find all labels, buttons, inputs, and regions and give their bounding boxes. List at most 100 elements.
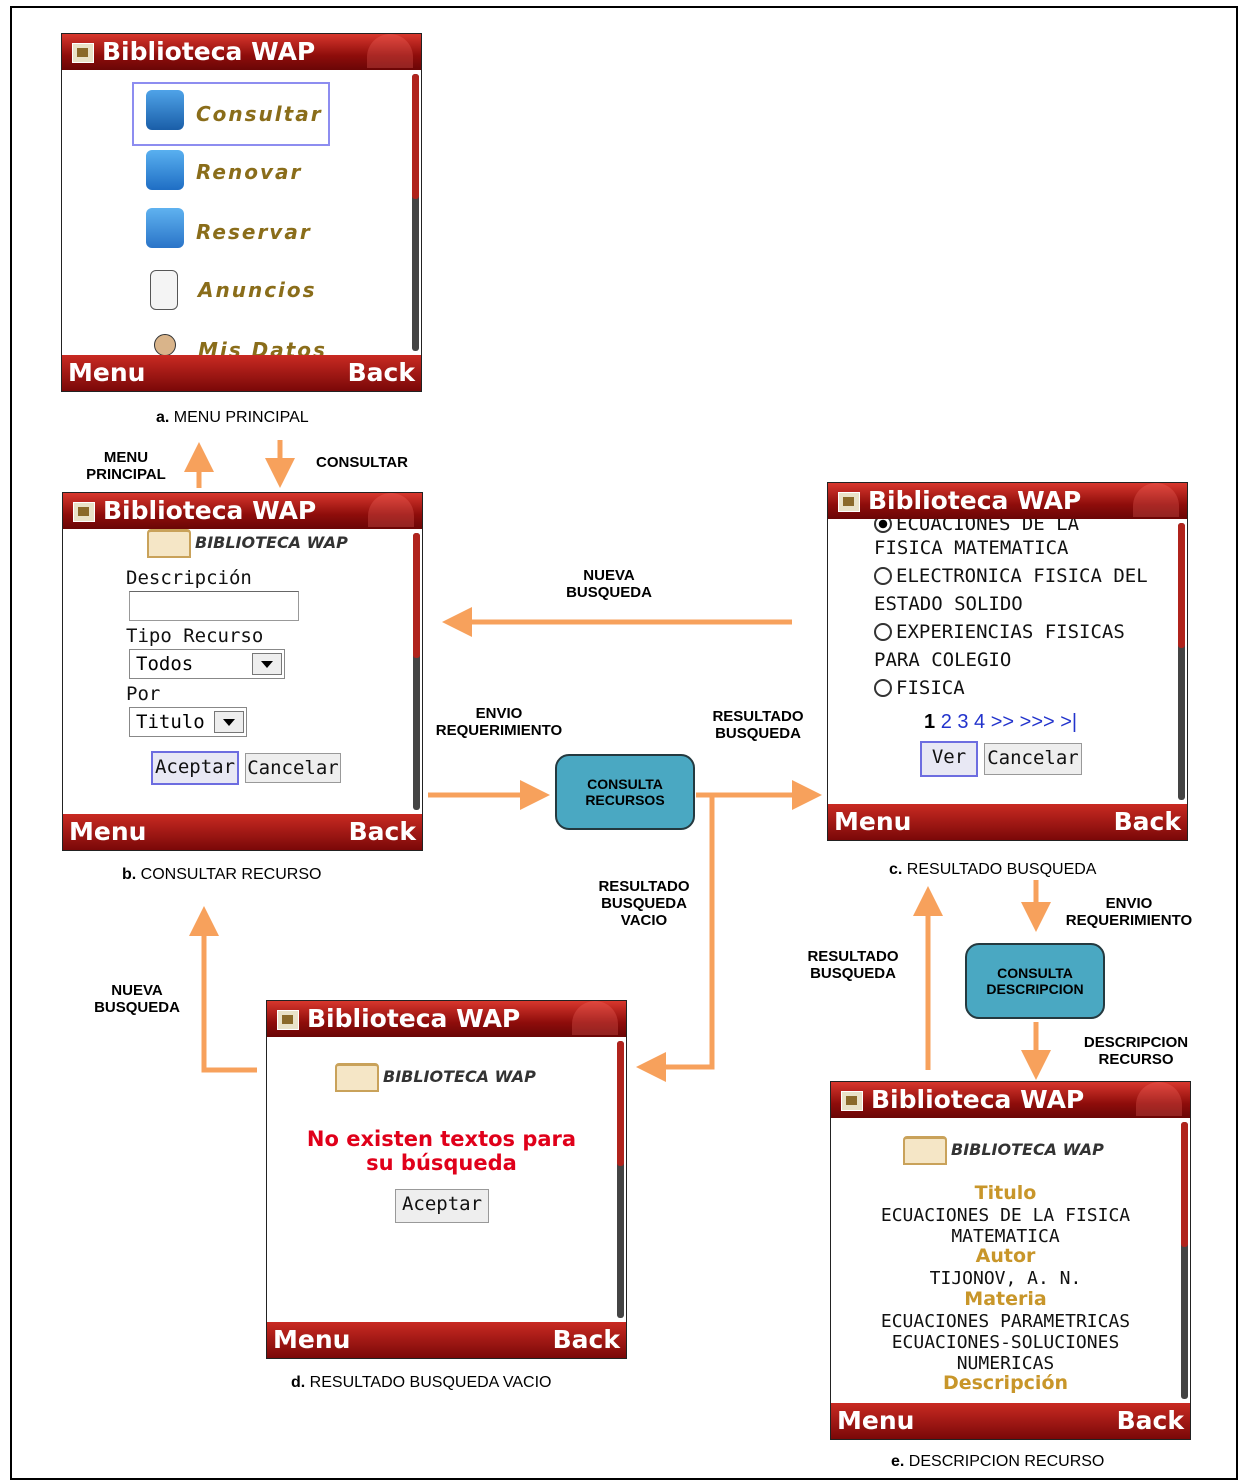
tipo-recurso-label: Tipo Recurso xyxy=(126,625,264,647)
process-consulta-descripcion: CONSULTA DESCRIPCION xyxy=(965,943,1105,1019)
renew-icon[interactable] xyxy=(146,150,184,190)
caption-b: b. CONSULTAR RECURSO xyxy=(122,866,322,883)
softkey-bar: Menu Back xyxy=(267,1322,626,1358)
label-descripcion-recurso: DESCRIPCION RECURSO xyxy=(1083,1034,1189,1068)
scrollbar[interactable] xyxy=(413,533,420,810)
app-title: Biblioteca WAP xyxy=(307,1004,521,1033)
descripcion-label: Descripción xyxy=(126,567,252,589)
scrollbar[interactable] xyxy=(1178,523,1185,800)
search-icon xyxy=(146,90,184,130)
caption-c: c. RESULTADO BUSQUEDA xyxy=(889,861,1097,878)
app-title: Biblioteca WAP xyxy=(871,1085,1085,1114)
app-icon xyxy=(72,43,94,63)
label-envio-requerimiento-right: ENVIO REQUERIMIENTO xyxy=(1065,895,1193,929)
book-icon xyxy=(147,529,191,558)
screen-resultado-busqueda: Biblioteca WAP ECUACIONES DE LA FISICA M… xyxy=(827,482,1188,841)
radio-icon xyxy=(874,567,892,585)
label-nueva-busqueda-top: NUEVA BUSQUEDA xyxy=(566,567,652,601)
app-icon xyxy=(277,1010,299,1030)
aceptar-button[interactable]: Aceptar xyxy=(395,1189,489,1223)
pagination[interactable]: 1 2 3 4 >> >>> >| xyxy=(924,711,1078,733)
menu-label-mis-datos[interactable]: Mis Datos xyxy=(198,338,327,355)
scrollbar[interactable] xyxy=(617,1041,624,1318)
label-resultado-busqueda-vacio: RESULTADO BUSQUEDA VACIO xyxy=(598,878,690,929)
aceptar-button[interactable]: Aceptar xyxy=(151,751,239,785)
app-icon xyxy=(73,502,95,522)
user-icon[interactable] xyxy=(154,334,176,355)
descripcion-input[interactable] xyxy=(129,591,299,621)
biblioteca-logo: BIBLIOTECA WAP xyxy=(903,1136,1104,1165)
result-1-line-1[interactable]: ECUACIONES DE LA xyxy=(874,519,1079,535)
softkey-back[interactable]: Back xyxy=(1113,807,1181,836)
cancelar-button[interactable]: Cancelar xyxy=(984,743,1082,775)
menu-label-anuncios[interactable]: Anuncios xyxy=(198,278,317,302)
softkey-back[interactable]: Back xyxy=(1116,1406,1184,1435)
por-select[interactable]: Titulo xyxy=(129,707,247,737)
form-body: BIBLIOTECA WAP Descripción Tipo Recurso … xyxy=(65,529,410,814)
caption-a: a. MENU PRINCIPAL xyxy=(156,409,309,426)
menu-label-reservar[interactable]: Reservar xyxy=(196,220,312,244)
result-4-line-1[interactable]: FISICA xyxy=(874,677,965,699)
note-icon[interactable] xyxy=(150,270,178,310)
caption-d: d. RESULTADO BUSQUEDA VACIO xyxy=(291,1374,552,1391)
screen-resultado-vacio: Biblioteca WAP BIBLIOTECA WAP No existen… xyxy=(266,1000,627,1359)
app-title: Biblioteca WAP xyxy=(103,496,317,525)
softkey-back[interactable]: Back xyxy=(348,817,416,846)
softkey-menu[interactable]: Menu xyxy=(273,1325,351,1354)
softkey-menu[interactable]: Menu xyxy=(834,807,912,836)
materia-value-line-3: NUMERICAS xyxy=(956,1353,1055,1374)
tipo-recurso-select[interactable]: Todos xyxy=(129,649,285,679)
screen-consultar-recurso: Biblioteca WAP BIBLIOTECA WAP Descripció… xyxy=(62,492,423,851)
title-dome-decoration xyxy=(1133,483,1179,517)
titulo-value-line-1: ECUACIONES DE LA FISICA xyxy=(880,1205,1131,1226)
materia-value-line-1: ECUACIONES PARAMETRICAS xyxy=(880,1311,1131,1332)
ver-button[interactable]: Ver xyxy=(920,741,978,777)
cancelar-button[interactable]: Cancelar xyxy=(245,753,341,783)
menu-label-renovar[interactable]: Renovar xyxy=(196,160,303,184)
softkey-back[interactable]: Back xyxy=(347,358,415,387)
screen-descripcion-recurso: Biblioteca WAP BIBLIOTECA WAP Titulo ECU… xyxy=(830,1081,1191,1440)
autor-label: Autor xyxy=(975,1245,1036,1267)
result-3-line-2: PARA COLEGIO xyxy=(874,649,1012,671)
app-icon xyxy=(838,492,860,512)
scrollbar[interactable] xyxy=(412,74,419,351)
book-icon xyxy=(903,1136,947,1165)
reserve-icon[interactable] xyxy=(146,208,184,248)
result-3-line-1[interactable]: EXPERIENCIAS FISICAS xyxy=(874,621,1125,643)
arrow-nueva-busqueda-left xyxy=(189,906,257,1073)
app-title: Biblioteca WAP xyxy=(868,486,1082,515)
materia-value-line-2: ECUACIONES-SOLUCIONES xyxy=(891,1332,1120,1353)
radio-icon xyxy=(874,679,892,697)
no-results-message-line-1: No existen textos para xyxy=(306,1127,577,1151)
materia-label: Materia xyxy=(964,1288,1047,1310)
title-dome-decoration xyxy=(572,1001,618,1035)
caption-e: e. DESCRIPCION RECURSO xyxy=(891,1453,1105,1470)
result-1-line-2: FISICA MATEMATICA xyxy=(874,537,1069,559)
radio-icon xyxy=(874,623,892,641)
menu-item-consultar[interactable] xyxy=(132,82,330,146)
result-2-line-1[interactable]: ELECTRONICA FISICA DEL xyxy=(874,565,1148,587)
title-bar: Biblioteca WAP xyxy=(267,1001,626,1037)
softkey-menu[interactable]: Menu xyxy=(69,817,147,846)
menu-body: Consultar Renovar Reservar Anuncios Mis … xyxy=(64,70,409,355)
descripcion-label: Descripción xyxy=(942,1372,1069,1394)
title-dome-decoration xyxy=(367,34,413,68)
label-consultar: CONSULTAR xyxy=(316,454,408,471)
no-results-message-line-2: su búsqueda xyxy=(366,1151,517,1175)
softkey-menu[interactable]: Menu xyxy=(837,1406,915,1435)
scrollbar[interactable] xyxy=(1181,1122,1188,1399)
chevron-down-icon xyxy=(252,653,282,675)
label-resultado-busqueda-right: RESULTADO BUSQUEDA xyxy=(807,948,899,982)
softkey-bar: Menu Back xyxy=(828,804,1187,840)
title-bar: Biblioteca WAP xyxy=(63,493,422,529)
softkey-back[interactable]: Back xyxy=(552,1325,620,1354)
arrow-resultado-vacio xyxy=(636,795,715,1082)
softkey-bar: Menu Back xyxy=(831,1403,1190,1439)
softkey-menu[interactable]: Menu xyxy=(68,358,146,387)
chevron-down-icon xyxy=(214,711,244,733)
biblioteca-logo: BIBLIOTECA WAP xyxy=(335,1063,536,1092)
biblioteca-logo: BIBLIOTECA WAP xyxy=(147,529,348,558)
description-body: BIBLIOTECA WAP Titulo ECUACIONES DE LA F… xyxy=(833,1118,1178,1403)
title-dome-decoration xyxy=(1136,1082,1182,1116)
